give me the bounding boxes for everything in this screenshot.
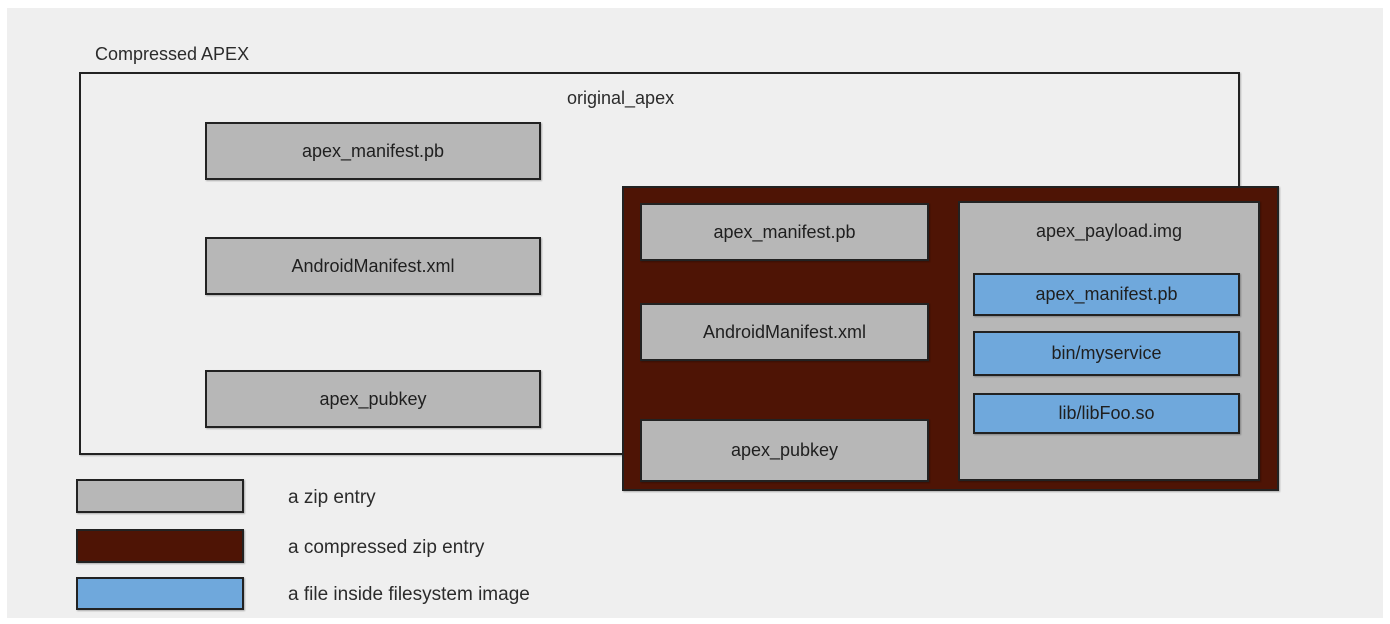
zip-entry-apex-pubkey: apex_pubkey (205, 370, 541, 428)
compressed-apex-title: Compressed APEX (95, 44, 250, 64)
apex-payload-box: apex_payload.img apex_manifest.pb bin/my… (958, 201, 1260, 481)
zip-entry-android-manifest: AndroidManifest.xml (205, 237, 541, 295)
payload-file-apex-manifest: apex_manifest.pb (973, 273, 1240, 316)
legend-compressed-zip-entry-swatch (76, 529, 244, 563)
zip-entry-apex-manifest: apex_manifest.pb (205, 122, 541, 180)
original-apex-box: apex_manifest.pb AndroidManifest.xml ape… (622, 186, 1279, 491)
payload-file-lib-libfoo: lib/libFoo.so (973, 393, 1240, 434)
original-apex-label: original_apex (567, 88, 675, 108)
original-apex-entry-apex-pubkey: apex_pubkey (640, 419, 929, 482)
legend-compressed-zip-entry-label: a compressed zip entry (288, 537, 485, 558)
legend-zip-entry-swatch (76, 479, 244, 513)
legend-filesystem-file-swatch (76, 577, 244, 610)
payload-file-bin-myservice: bin/myservice (973, 331, 1240, 376)
compressed-apex-box: apex_manifest.pb AndroidManifest.xml ape… (79, 72, 1279, 491)
legend-filesystem-file-label: a file inside filesystem image (288, 584, 530, 605)
original-apex-entry-android-manifest: AndroidManifest.xml (640, 303, 929, 361)
apex-payload-title: apex_payload.img (1035, 221, 1183, 241)
original-apex-entry-apex-manifest: apex_manifest.pb (640, 203, 929, 261)
legend-zip-entry-label: a zip entry (288, 487, 376, 508)
diagram-canvas: Compressed APEX apex_manifest.pb Android… (7, 8, 1383, 618)
